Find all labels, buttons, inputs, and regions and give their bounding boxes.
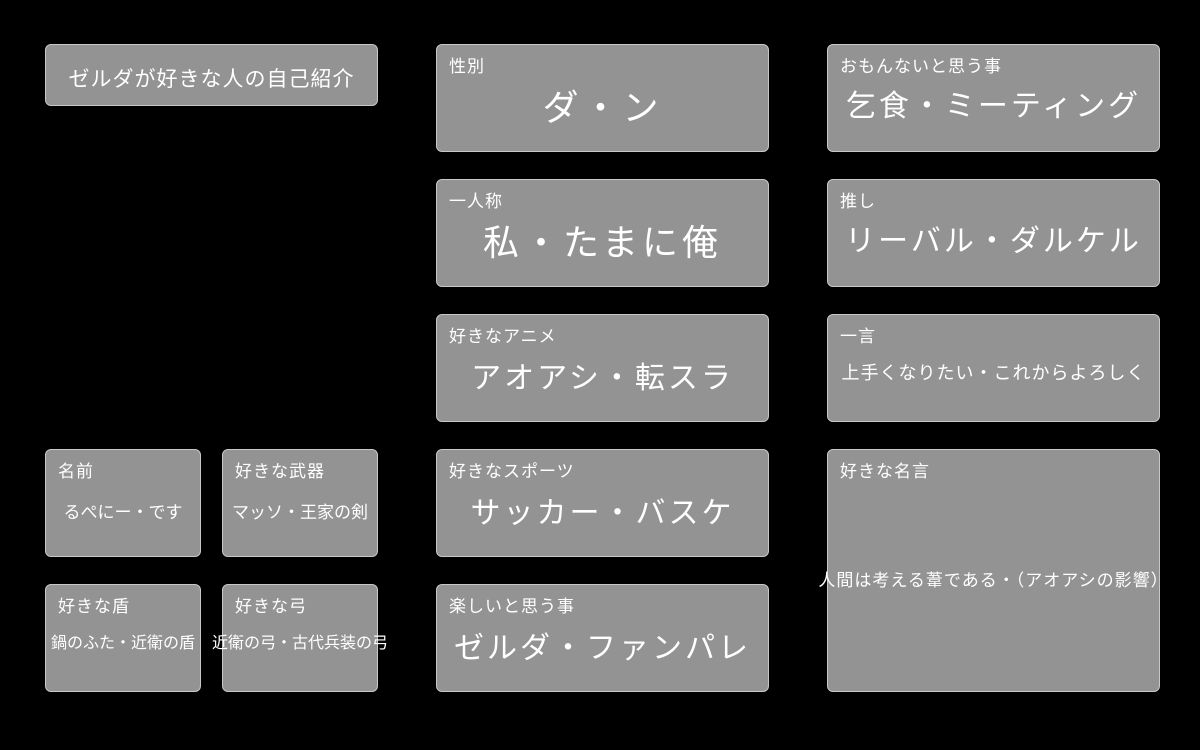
name-value: るぺにー・です [63,503,183,523]
fun-label: 楽しいと思う事 [449,597,575,617]
boring-value: 乞食・ミーティング [845,89,1142,124]
quote-label: 好きな名言 [840,462,930,482]
fun-card: 楽しいと思う事 ゼルダ・ファンパレ [436,584,769,692]
first-person-label: 一人称 [449,192,503,212]
slide-title: ゼルダが好きな人の自己紹介 [68,67,355,91]
bow-card: 好きな弓 近衛の弓・古代兵装の弓 [212,584,388,692]
oshi-card: 推し リーバル・ダルケル [827,179,1160,287]
gender-value: ダ・ン [542,88,663,129]
shield-label: 好きな盾 [58,597,130,617]
name-card: 名前 るぺにー・です [45,449,201,557]
oshi-label: 推し [840,192,876,212]
weapon-label: 好きな武器 [235,462,325,482]
first-person-card: 一人称 私・たまに俺 [436,179,769,287]
weapon-value: マッソ・王家の剣 [232,503,368,523]
boring-label: おもんないと思う事 [840,57,1002,77]
anime-value: アオアシ・転スラ [471,361,734,396]
name-label: 名前 [58,462,94,482]
sports-label: 好きなスポーツ [449,462,575,482]
comment-card: 一言 上手くなりたい・これからよろしく [827,314,1160,422]
anime-label: 好きなアニメ [449,327,557,347]
bow-label: 好きな弓 [235,597,307,617]
sports-value: サッカー・バスケ [470,496,735,531]
gender-label: 性別 [449,57,485,77]
oshi-value: リーバル・ダルケル [845,224,1142,259]
gender-card: 性別 ダ・ン [436,44,769,152]
comment-value: 上手くなりたい・これからよろしく [841,363,1146,384]
weapon-card: 好きな武器 マッソ・王家の剣 [222,449,378,557]
title-card: ゼルダが好きな人の自己紹介 [45,44,378,106]
comment-label: 一言 [840,327,876,347]
first-person-value: 私・たまに俺 [483,223,722,264]
shield-card: 好きな盾 鍋のふた・近衛の盾 [45,584,201,692]
quote-card: 好きな名言 人間は考える葦である・（アオアシの影響） [818,449,1168,692]
fun-value: ゼルダ・ファンパレ [454,631,751,666]
shield-value: 鍋のふた・近衛の盾 [50,633,196,652]
anime-card: 好きなアニメ アオアシ・転スラ [436,314,769,422]
sports-card: 好きなスポーツ サッカー・バスケ [436,449,769,557]
quote-value: 人間は考える葦である・（アオアシの影響） [818,571,1169,591]
boring-card: おもんないと思う事 乞食・ミーティング [827,44,1160,152]
bow-value: 近衛の弓・古代兵装の弓 [211,633,389,652]
